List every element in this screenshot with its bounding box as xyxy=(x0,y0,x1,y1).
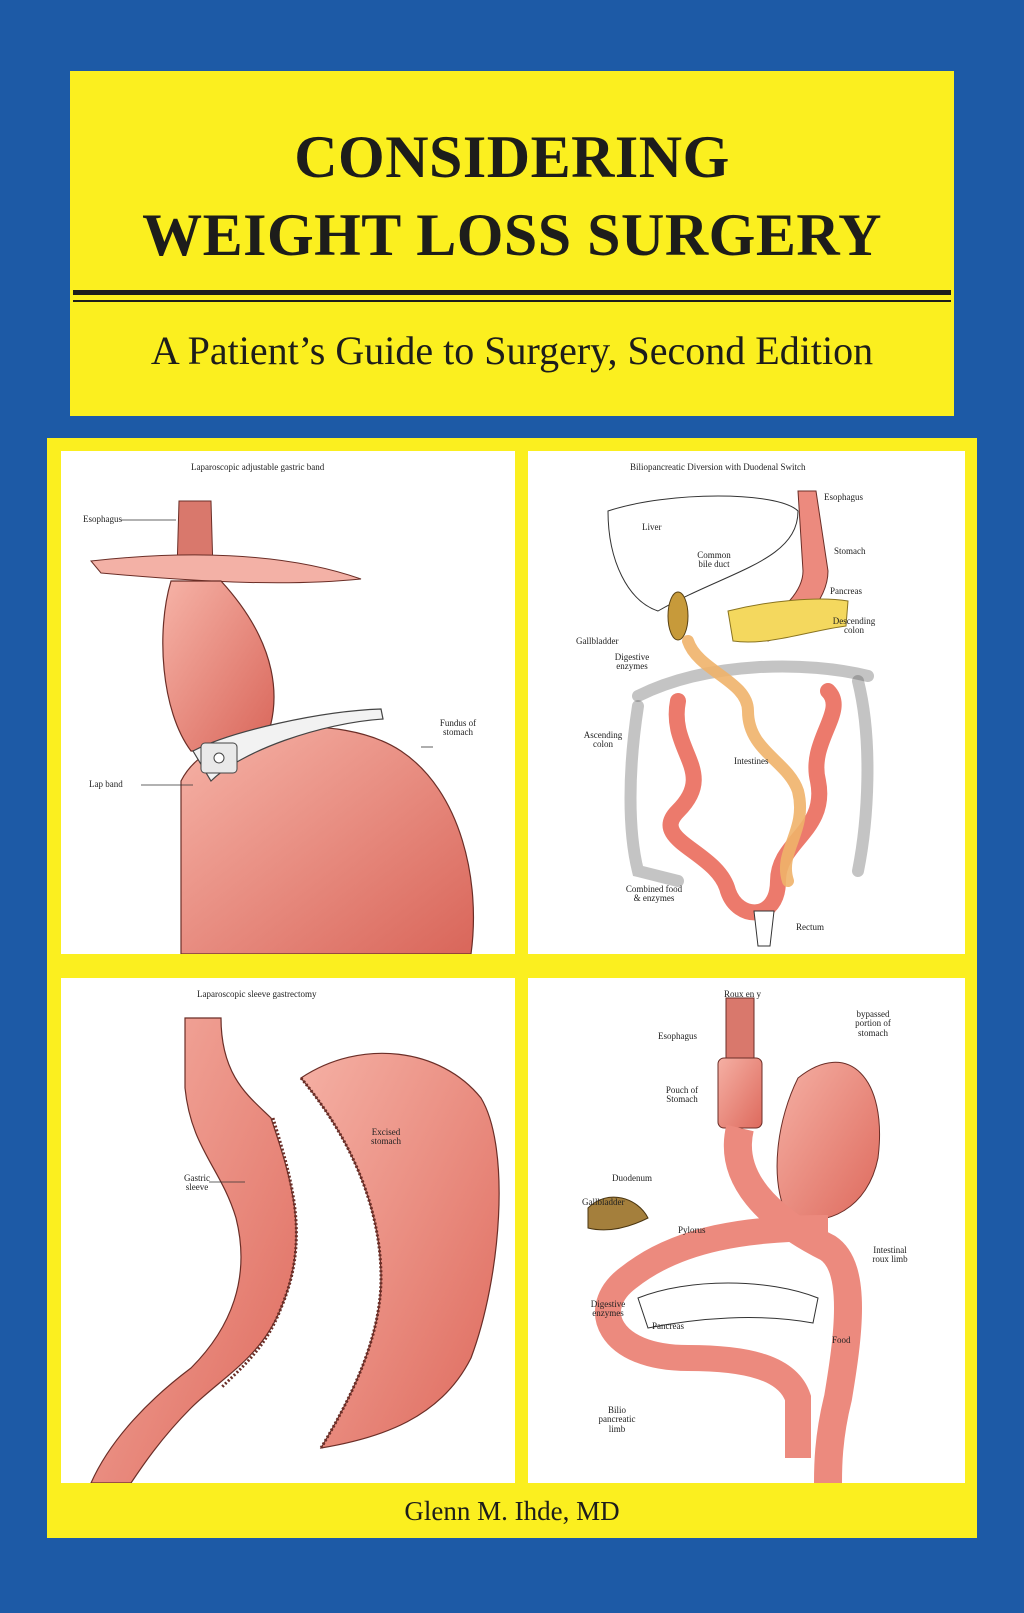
roux-pancreas-label: Pancreas xyxy=(652,1321,684,1331)
sleeve-caption: Laparoscopic sleeve gastrectomy xyxy=(197,989,317,999)
duodenal-switch-caption: Biliopancreatic Diversion with Duodenal … xyxy=(630,462,806,472)
title-box: CONSIDERING WEIGHT LOSS SURGERY A Patien… xyxy=(70,71,954,416)
ds-enzymes-label: Digestive enzymes xyxy=(614,652,650,672)
ds-stomach-label: Stomach xyxy=(834,546,866,556)
duodenal-switch-drawing xyxy=(607,490,874,947)
sleeve-gastrectomy-drawing xyxy=(90,1017,500,1483)
ds-combined-label: Combined food & enzymes xyxy=(625,884,683,904)
roux-caption: Roux en y xyxy=(724,989,761,999)
book-subtitle: A Patient’s Guide to Surgery, Second Edi… xyxy=(150,328,874,373)
roux-duodenum-label: Duodenum xyxy=(612,1173,652,1183)
sleeve-gastrectomy-illustration: Laparoscopic sleeve gastrectomy Excised … xyxy=(61,978,515,1483)
ds-gallbladder-label: Gallbladder xyxy=(576,636,619,646)
sleeve-excised-label: Excised stomach xyxy=(371,1127,401,1147)
roux-bypassed-label: bypassed portion of stomach xyxy=(855,1009,891,1038)
illustration-frame: Laparoscopic adjustable gastric band Eso… xyxy=(47,438,977,1538)
band-esophagus-label: Esophagus xyxy=(83,514,122,524)
ds-pancreas-label: Pancreas xyxy=(830,586,862,596)
roux-en-y-drawing xyxy=(587,997,880,1483)
gastric-band-drawing xyxy=(90,500,474,954)
roux-gallbladder-label: Gallbladder xyxy=(582,1197,625,1207)
ds-bile-duct-label: Common bile duct xyxy=(697,550,731,570)
book-title-line-1: CONSIDERING xyxy=(294,124,730,190)
title-divider-thick xyxy=(73,290,951,295)
roux-bilio-limb-label: Bilio pancreatic limb xyxy=(598,1405,636,1434)
ds-ascending-colon-label: Ascending colon xyxy=(583,730,623,750)
ds-rectum-label: Rectum xyxy=(796,922,824,932)
roux-esophagus-label: Esophagus xyxy=(658,1031,697,1041)
ds-intestines-label: Intestines xyxy=(734,756,769,766)
roux-en-y-illustration: Roux en y Esophagus bypassed portion of … xyxy=(528,978,965,1483)
ds-liver-label: Liver xyxy=(642,522,662,532)
roux-pouch-label: Pouch of Stomach xyxy=(665,1085,699,1105)
sleeve-gastric-sleeve-label: Gastric sleeve xyxy=(184,1173,210,1193)
duodenal-switch-illustration: Biliopancreatic Diversion with Duodenal … xyxy=(528,451,965,954)
band-fundus-label: Fundus of stomach xyxy=(439,718,477,738)
band-lap-band-label: Lap band xyxy=(89,779,123,789)
gastric-band-illustration: Laparoscopic adjustable gastric band Eso… xyxy=(61,451,515,954)
book-title-line-2: WEIGHT LOSS SURGERY xyxy=(142,202,882,268)
author-name: Glenn M. Ihde, MD xyxy=(404,1496,620,1526)
title-divider-thin xyxy=(73,300,951,302)
gastric-band-caption: Laparoscopic adjustable gastric band xyxy=(191,462,325,472)
roux-pylorus-label: Pylorus xyxy=(678,1225,706,1235)
roux-intestinal-label: Intestinal roux limb xyxy=(872,1245,908,1265)
roux-food-label: Food xyxy=(832,1335,851,1345)
ds-esophagus-label: Esophagus xyxy=(824,492,863,502)
ds-descending-colon-label: Descending colon xyxy=(832,616,876,636)
roux-enzymes-label: Digestive enzymes xyxy=(590,1299,626,1319)
